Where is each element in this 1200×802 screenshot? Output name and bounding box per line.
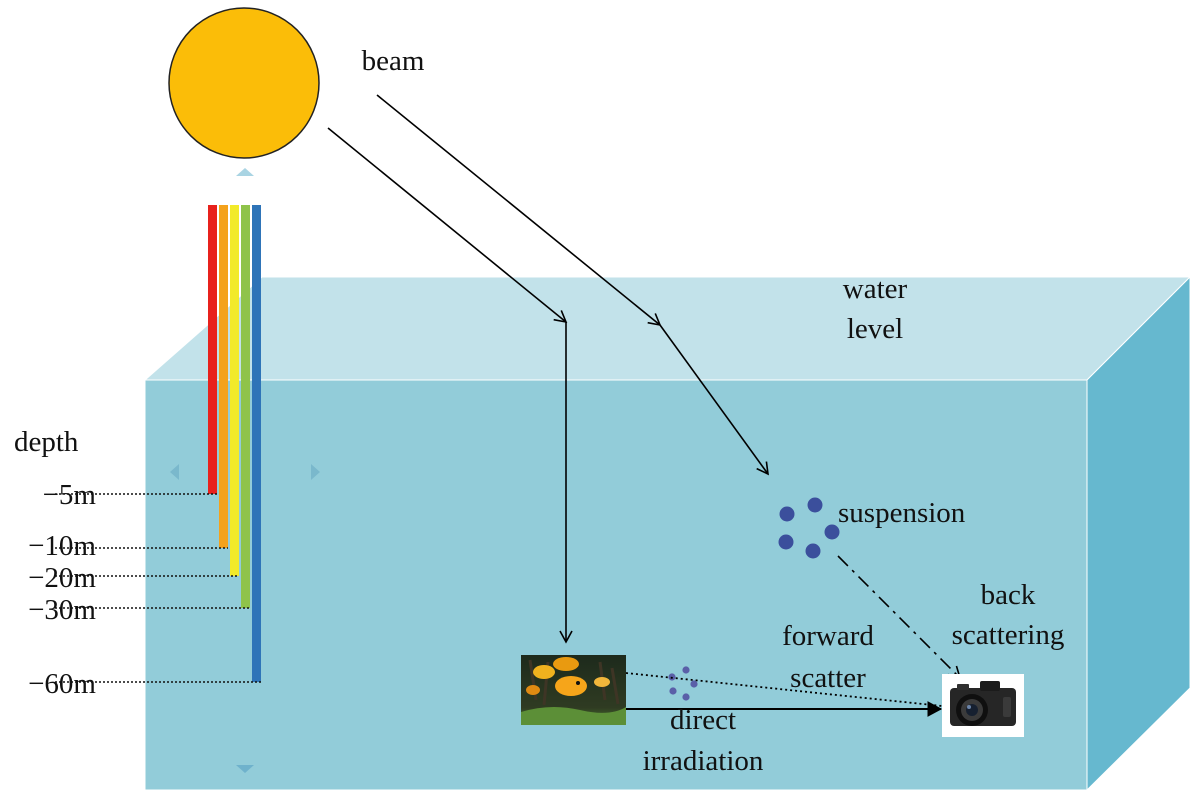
depth-bar — [241, 205, 250, 608]
small-particle — [682, 693, 690, 701]
fish-image-icon — [521, 655, 626, 725]
particle — [824, 524, 840, 540]
beam-scatter — [376, 94, 662, 327]
depth-label: depth — [14, 426, 79, 458]
depth-bar — [208, 205, 217, 494]
back-scattering-label-line1: back — [981, 579, 1036, 611]
beam-label: beam — [362, 45, 425, 77]
depth-mark-label: −5m — [43, 479, 97, 511]
forward-scatter-label-line2: scatter — [790, 662, 866, 694]
depth-bar — [219, 205, 228, 548]
water-level-label-line1: water — [843, 273, 908, 305]
back-scattering-label-line2: scattering — [952, 619, 1065, 651]
particle — [778, 534, 794, 550]
small-particle — [682, 666, 690, 674]
depth-bar — [230, 205, 239, 576]
suspension-particles — [778, 497, 840, 559]
sun — [168, 7, 320, 159]
particle — [779, 506, 795, 522]
particle — [807, 497, 823, 513]
depth-mark-label: −60m — [28, 668, 96, 700]
camera-icon — [942, 674, 1024, 737]
small-particle — [690, 680, 698, 688]
forward-scatter-label-line1: forward — [782, 620, 874, 652]
right-triangle-marker — [311, 464, 320, 480]
light-beams — [327, 94, 769, 644]
particle — [805, 543, 821, 559]
small-particle — [669, 687, 677, 695]
water-box — [143, 275, 1192, 792]
direct-irradiation-label-line1: direct — [670, 704, 736, 736]
up-triangle-marker — [236, 168, 254, 176]
water-surface — [143, 276, 1192, 381]
beam-scatter-refracted — [659, 324, 769, 476]
depth-guides: −5m −10m−20m−30m −60m — [28, 479, 261, 700]
left-triangle-marker — [170, 464, 179, 480]
spectrum-depth-bars — [208, 205, 261, 682]
suspension-label: suspension — [838, 497, 966, 529]
direct-irradiation-label-line2: irradiation — [643, 745, 764, 777]
beam-direct — [327, 127, 568, 324]
water-level-label-line2: level — [847, 313, 903, 345]
depth-mark-label: −20m — [28, 562, 96, 594]
down-triangle-marker — [236, 765, 254, 773]
depth-bar — [252, 205, 261, 682]
depth-mark-label: −30m — [28, 594, 96, 626]
depth-mark-label: −10m — [28, 530, 96, 562]
forward-scatter-particles — [668, 666, 698, 701]
decorative-markers — [170, 168, 320, 773]
